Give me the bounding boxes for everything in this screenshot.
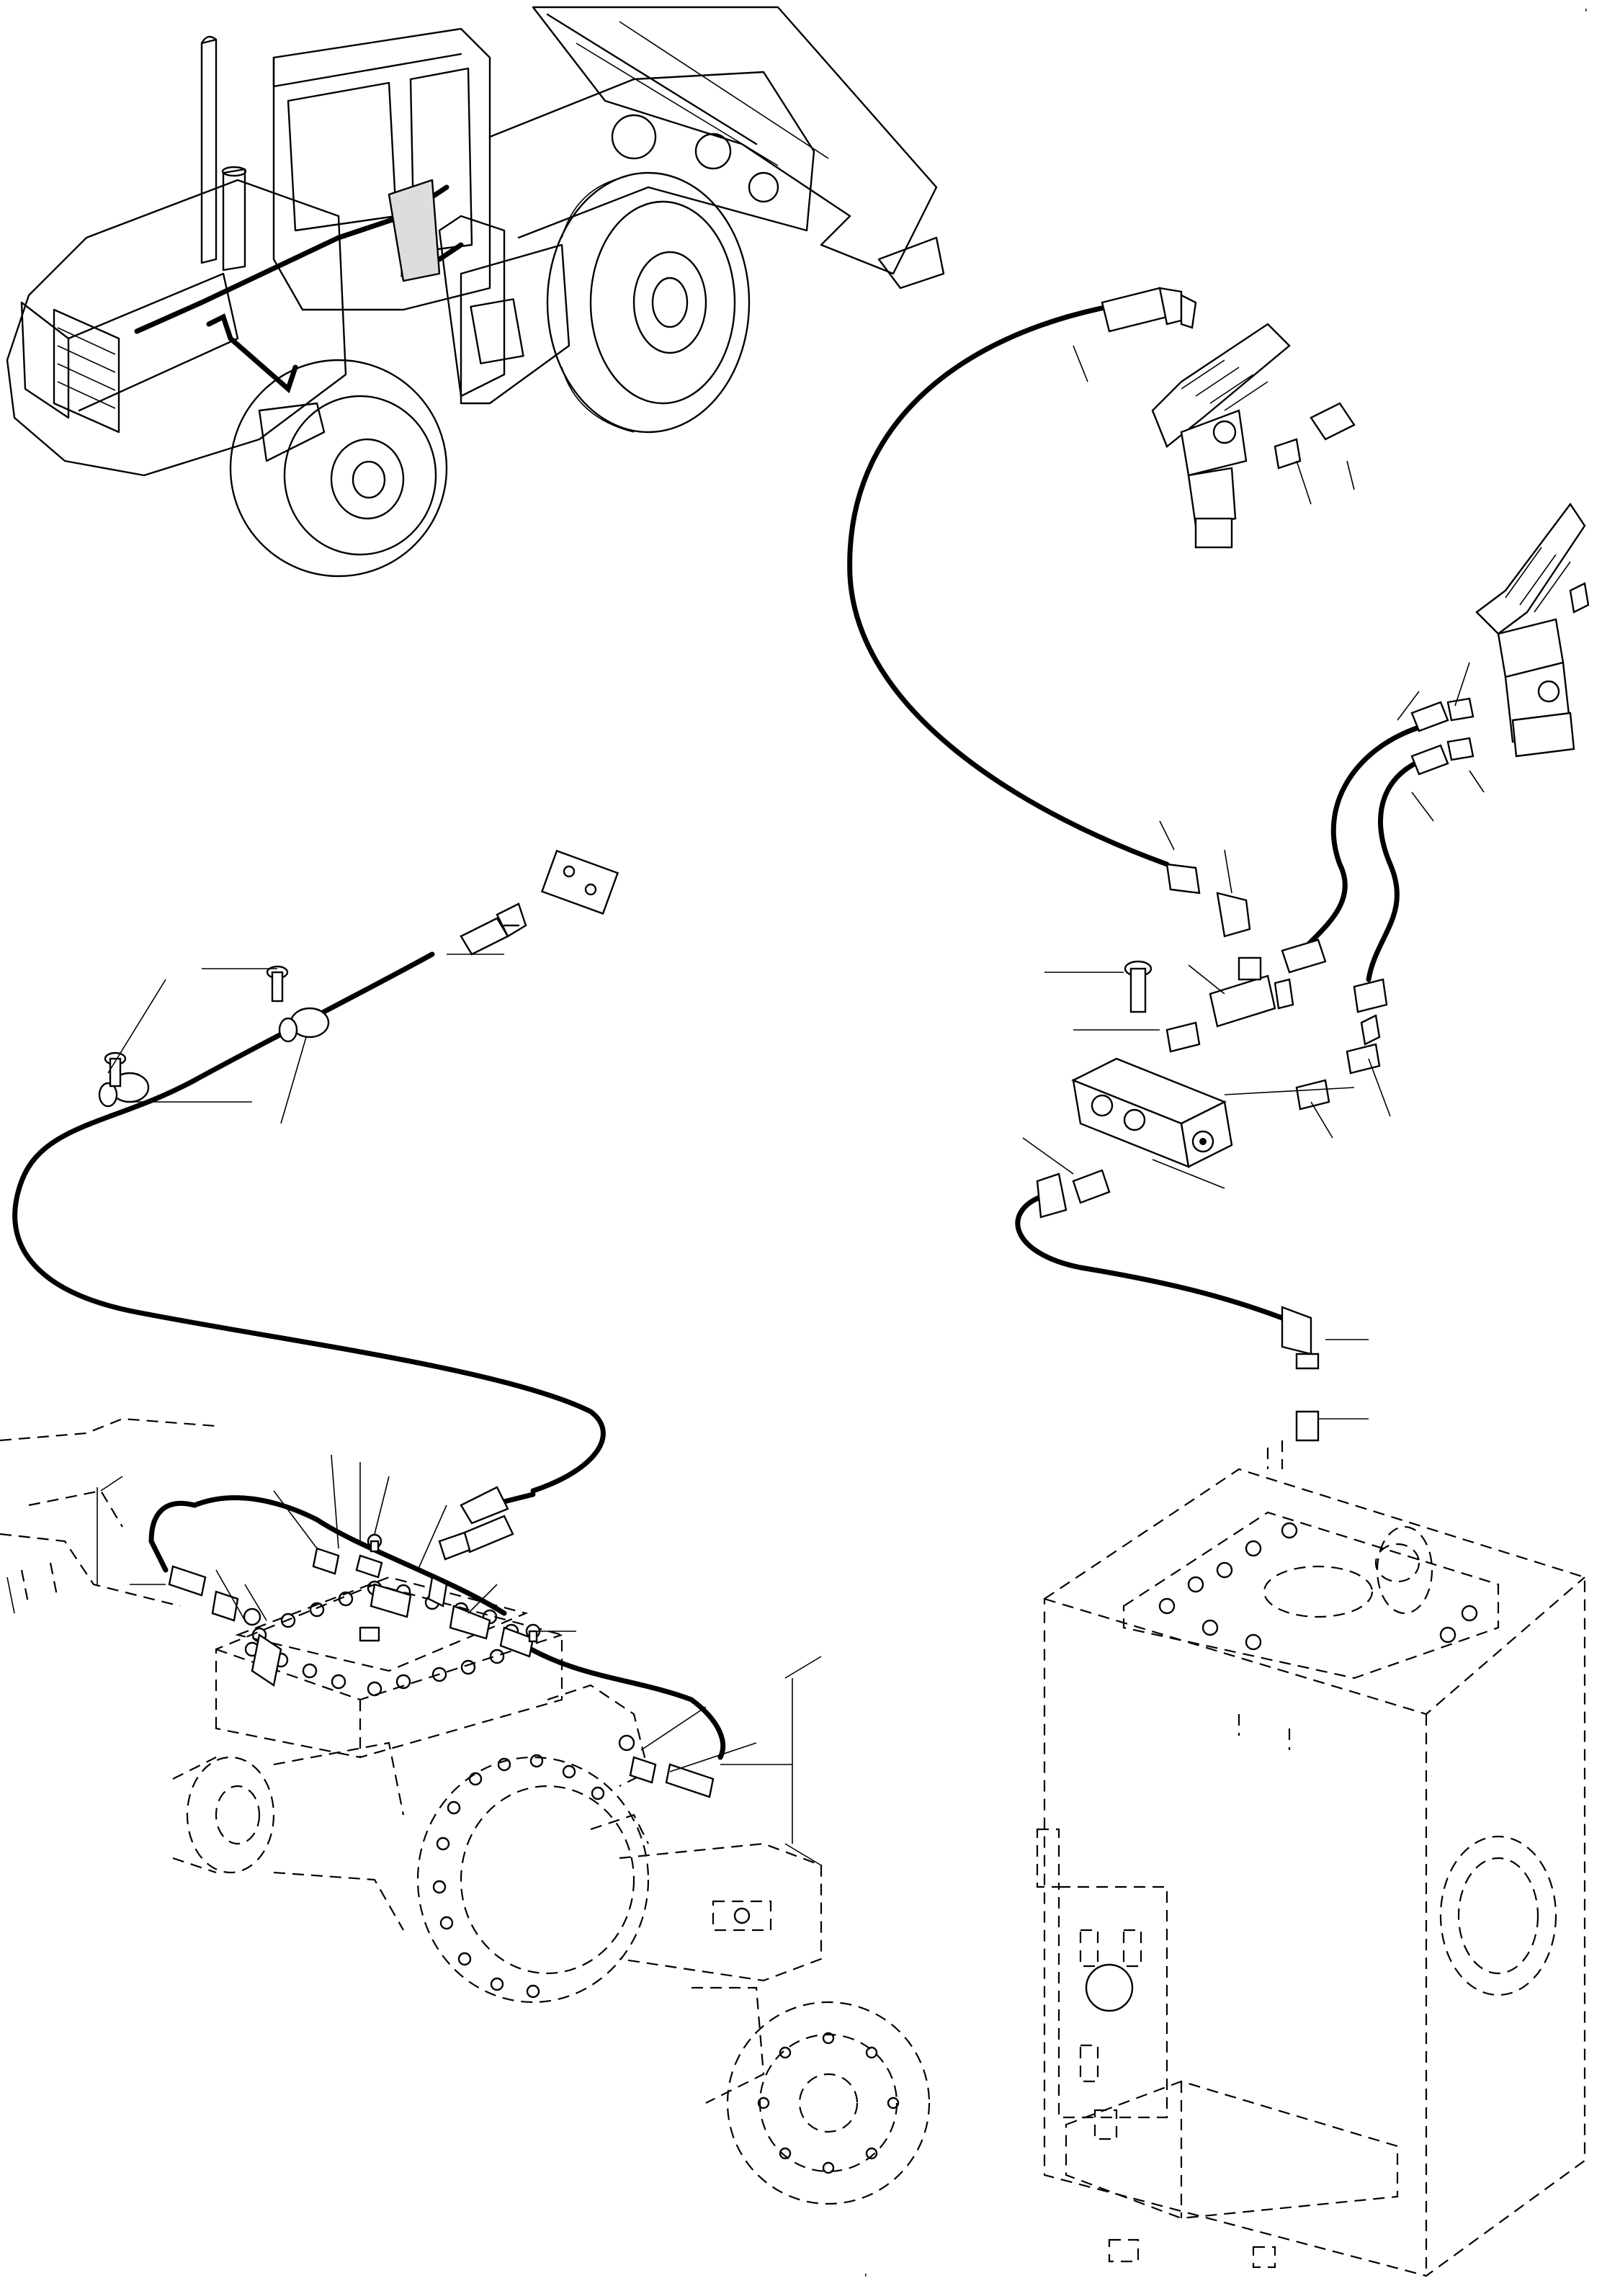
transmission-case <box>1036 1440 1586 2277</box>
flange-bolts <box>432 1754 605 1999</box>
distribution-block <box>1071 1057 1233 1168</box>
valve-hose-assembly <box>847 287 1590 1442</box>
clamp-upper <box>278 1007 330 1043</box>
hose-end-lower <box>460 1486 509 1525</box>
stray-mark-top: ' <box>1585 6 1587 21</box>
bolt-right <box>1124 960 1153 1013</box>
transmission-hose-assembly <box>12 849 726 1798</box>
hub-bolts <box>757 2032 900 2174</box>
tee-fitting <box>1209 974 1276 1028</box>
small-bolt-a <box>367 1533 382 1553</box>
wheel-loader-overview <box>6 6 945 578</box>
case-bolts <box>1158 1522 1478 1651</box>
hose-arc <box>847 296 1170 867</box>
left-leader-lines <box>6 954 822 1866</box>
bolt-upper <box>266 965 289 1003</box>
right-leader-lines <box>1022 345 1485 1420</box>
clamp-lower <box>98 1072 150 1108</box>
fitting-tee <box>370 1583 412 1618</box>
stray-mark-bottom: ' <box>864 2272 867 2286</box>
fitting-elbow-left <box>168 1565 207 1597</box>
hose-main <box>12 951 606 1494</box>
valve-1 <box>1151 323 1356 549</box>
valve-2 <box>1475 502 1590 758</box>
